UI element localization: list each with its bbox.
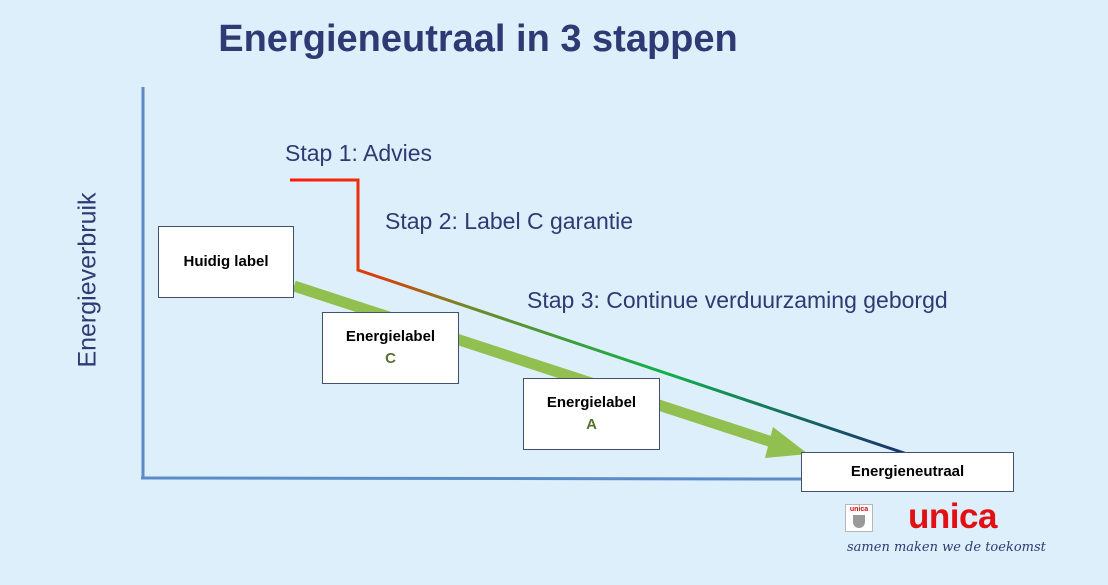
box-energielabel-c-title: Energielabel [345,328,436,346]
unica-wordmark: unica [908,497,997,536]
x-axis [140,476,803,481]
box-energielabel-a: Energielabel A [523,378,660,450]
unica-logo-icon: unica [845,504,873,532]
step-path [290,178,911,457]
box-energielabel-c-grade: C [385,350,396,367]
page-title: Energieneutraal in 3 stappen [218,18,738,60]
step-3-label: Stap 3: Continue verduurzaming geborgd [527,287,948,313]
box-energielabel-a-grade: A [586,416,597,433]
box-energielabel-c: Energielabel C [322,312,459,384]
unica-u-icon [853,515,865,528]
step-2-label: Stap 2: Label C garantie [385,208,634,234]
unica-logo: unica unica samen maken we de toekomst [845,497,1046,562]
improvement-arrow-head [765,427,808,458]
box-energielabel-a-title: Energielabel [546,394,637,412]
box-energieneutraal: Energieneutraal [801,452,1014,492]
unica-logo-icon-text: unica [849,506,869,513]
box-current-label: Huidig label [158,226,294,298]
unica-tagline: samen maken we de toekomst [847,540,1046,555]
box-current-label-text: Huidig label [183,253,269,271]
step-1-label: Stap 1: Advies [285,140,433,166]
box-energieneutraal-text: Energieneutraal [850,463,965,481]
